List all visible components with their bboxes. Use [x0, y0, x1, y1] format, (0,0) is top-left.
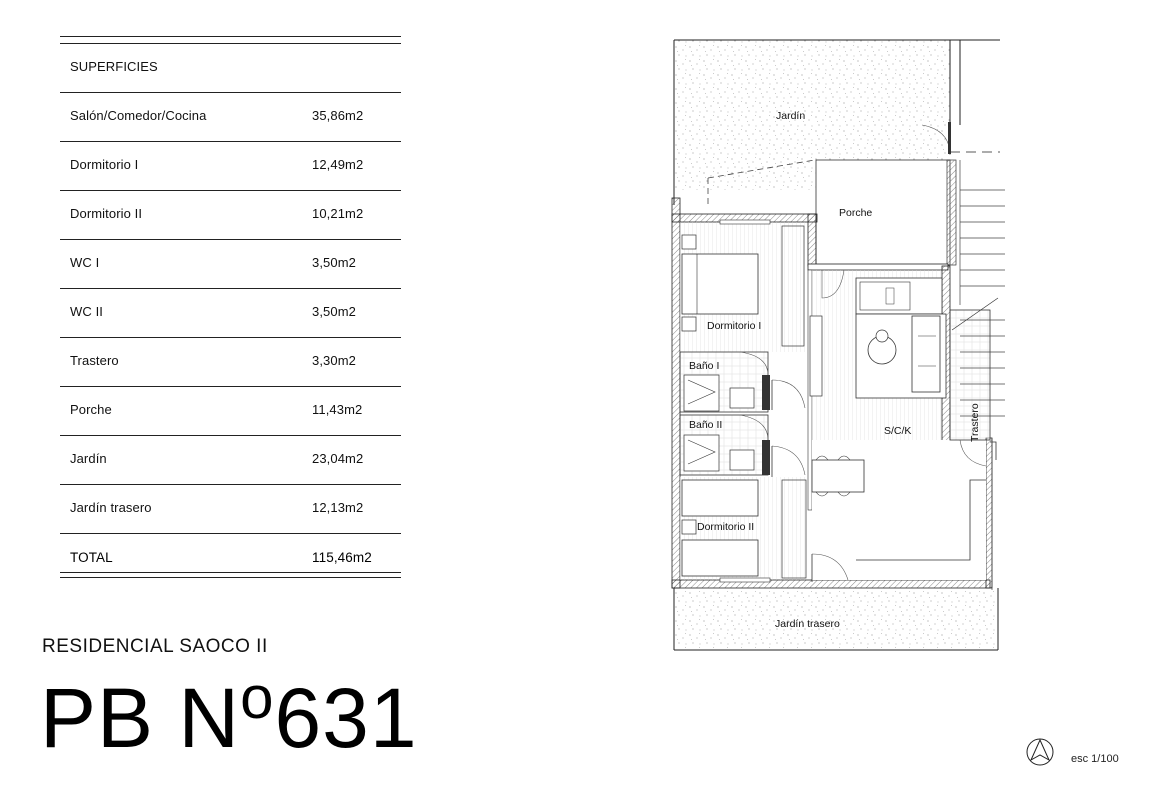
row-label: Dormitorio I	[70, 157, 139, 172]
total-value: 115,46m2	[312, 550, 372, 565]
row-label: Salón/Comedor/Cocina	[70, 108, 207, 123]
label-porche: Porche	[839, 207, 872, 219]
row-label: WC I	[70, 255, 100, 270]
bathroom-2	[679, 414, 770, 476]
bedroom-1	[680, 219, 808, 352]
bedroom-2	[680, 477, 808, 583]
table-bottom-rule	[60, 572, 401, 578]
table-top-rule	[60, 36, 401, 43]
row-label: Dormitorio II	[70, 206, 143, 221]
front-garden	[673, 39, 1000, 205]
storage-room	[949, 297, 999, 467]
floor-plan: Jardín Porche Dormitorio I Baño I Baño I…	[671, 39, 1005, 651]
label-dormitorio-1: Dormitorio I	[707, 320, 761, 332]
row-label: WC II	[70, 304, 103, 319]
porch	[815, 159, 957, 266]
neighbour-stairs	[959, 160, 1005, 590]
row-value: 3,30m2	[312, 353, 356, 368]
row-value: 3,50m2	[312, 255, 356, 270]
north-arrow-icon	[1026, 738, 1054, 766]
label-sck: S/C/K	[884, 425, 911, 437]
label-bano-1: Baño I	[689, 360, 719, 372]
row-label: Porche	[70, 402, 112, 417]
table-row: Porche 11,43m2	[60, 386, 401, 435]
row-value: 3,50m2	[312, 304, 356, 319]
label-trastero: Trastero	[969, 403, 981, 442]
row-label: Jardín trasero	[70, 500, 152, 515]
areas-table: SUPERFICIES Salón/Comedor/Cocina 35,86m2…	[60, 36, 401, 578]
row-value: 23,04m2	[312, 451, 364, 466]
table-row: WC I 3,50m2	[60, 239, 401, 288]
total-label: TOTAL	[70, 550, 113, 565]
unit-number: 631	[274, 671, 418, 765]
table-row: Dormitorio II 10,21m2	[60, 190, 401, 239]
table-header: SUPERFICIES	[70, 59, 158, 74]
row-value: 10,21m2	[312, 206, 364, 221]
table-total-row: TOTAL 115,46m2	[60, 533, 401, 572]
label-dormitorio-2: Dormitorio II	[697, 521, 754, 533]
table-row: Jardín trasero 12,13m2	[60, 484, 401, 533]
back-garden	[673, 588, 999, 651]
unit-title: PB No631	[40, 668, 418, 761]
scale-label: esc 1/100	[1071, 753, 1119, 765]
table-row: Trastero 3,30m2	[60, 337, 401, 386]
row-value: 12,49m2	[312, 157, 364, 172]
row-value: 35,86m2	[312, 108, 364, 123]
bathroom-1	[679, 351, 770, 413]
label-jardin: Jardín	[776, 110, 805, 122]
label-jardin-trasero: Jardín trasero	[775, 618, 840, 630]
row-label: Jardín	[70, 451, 107, 466]
row-value: 12,13m2	[312, 500, 364, 515]
row-value: 11,43m2	[312, 402, 363, 417]
project-name: RESIDENCIAL SAOCO II	[42, 636, 268, 657]
unit-prefix: PB N	[40, 671, 241, 765]
label-bano-2: Baño II	[689, 419, 722, 431]
table-header-row: SUPERFICIES	[60, 43, 401, 92]
table-row: WC II 3,50m2	[60, 288, 401, 337]
unit-ordinal: o	[240, 664, 275, 731]
table-row: Dormitorio I 12,49m2	[60, 141, 401, 190]
row-label: Trastero	[70, 353, 119, 368]
table-row: Jardín 23,04m2	[60, 435, 401, 484]
living-area	[809, 269, 986, 582]
table-row: Salón/Comedor/Cocina 35,86m2	[60, 92, 401, 141]
